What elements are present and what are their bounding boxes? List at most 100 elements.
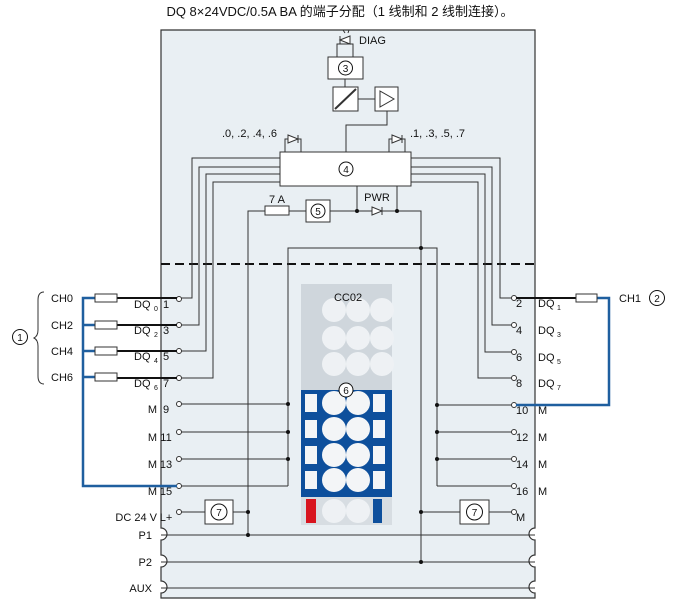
terminal-screw[interactable] (511, 375, 517, 381)
terminal-screw[interactable] (176, 375, 182, 381)
diagram-title: DQ 8×24VDC/0.5A BA 的端子分配（1 线制和 2 线制连接）。 (166, 4, 513, 19)
terminal-screw[interactable] (511, 349, 517, 355)
terminal-subscript: 2 (154, 332, 158, 339)
pwr-led-icon (371, 206, 384, 216)
terminal-label: M (148, 432, 157, 444)
front-connector: CC02 6 (301, 284, 394, 525)
terminal-label: DQ (538, 378, 555, 390)
terminal-screw[interactable] (511, 483, 517, 489)
terminal-screw[interactable] (511, 456, 517, 462)
brace (32, 291, 45, 385)
terminal-screw[interactable] (511, 429, 517, 435)
terminal-number: 8 (516, 378, 522, 390)
terminal-label: M (538, 459, 547, 471)
terminal-screw[interactable] (511, 509, 517, 515)
terminal-number: 11 (160, 432, 171, 444)
bus-label-aux: AUX (129, 583, 152, 595)
terminal-subscript: 5 (557, 359, 561, 366)
channel-label-ch6: CH6 (51, 372, 73, 384)
terminal-subscript: 6 (154, 385, 158, 392)
terminal-number: 6 (516, 352, 522, 364)
terminal-number: M (516, 512, 525, 524)
terminal-number: 7 (163, 378, 169, 390)
terminal-subscript: 1 (557, 305, 561, 312)
terminal-number: 4 (516, 325, 522, 337)
terminal-subscript: 0 (154, 306, 158, 313)
terminal-subscript: 4 (154, 358, 158, 365)
pwr-label: PWR (364, 192, 390, 204)
terminal-subscript: 3 (557, 332, 561, 339)
red-marker (306, 499, 316, 523)
terminal-number: 14 (516, 459, 528, 471)
terminal-screw[interactable] (176, 429, 182, 435)
terminal-number: 10 (516, 405, 528, 417)
terminal-number: 9 (163, 404, 169, 416)
bus-label-p1: P1 (139, 530, 152, 542)
channel-label-ch4: CH4 (51, 346, 73, 358)
channel-label-ch0: CH0 (51, 293, 73, 305)
terminal-number: 5 (163, 351, 169, 363)
terminal-screw[interactable] (176, 296, 182, 302)
status-led-even-icon (287, 134, 300, 144)
terminal-screw[interactable] (176, 322, 182, 328)
blue-marker (373, 499, 382, 523)
callout-7-right: 7 (472, 508, 478, 519)
terminal-label: DQ (538, 325, 555, 337)
callout-7-left: 7 (216, 508, 222, 519)
terminal-label: DQ (134, 325, 151, 337)
diag-label: DIAG (359, 35, 386, 47)
load-resistor (575, 293, 598, 303)
terminal-number: 15 (160, 486, 172, 498)
status-led-odd-icon (391, 134, 404, 144)
load-resistor (94, 293, 118, 303)
callout-1: 1 (17, 333, 23, 344)
terminal-subscript: 7 (557, 385, 561, 392)
terminal-number: 3 (163, 325, 169, 337)
callout-5: 5 (315, 207, 321, 218)
bus-labels: P1 P2 AUX (129, 530, 152, 595)
terminal-screw[interactable] (176, 348, 182, 354)
callout-2: 2 (654, 294, 660, 305)
odd-led-label: .1, .3, .5, .7 (410, 128, 465, 140)
external-wiring-left: CH0 CH2 CH4 CH6 1 (12, 291, 177, 488)
terminal-label: DQ (538, 298, 555, 310)
terminal-screw[interactable] (176, 401, 182, 407)
terminal-screw[interactable] (176, 456, 182, 462)
terminal-label: M (538, 432, 547, 444)
output-driver-block (279, 151, 412, 187)
terminal-number: 1 (163, 299, 169, 311)
even-led-label: .0, .2, .4, .6 (222, 128, 277, 140)
terminal-number: 13 (160, 459, 172, 471)
terminal-label: DQ (134, 378, 151, 390)
diag-led-icon (338, 29, 351, 45)
callout-6: 6 (343, 386, 349, 397)
fuse-icon (264, 205, 290, 216)
load-resistor (94, 346, 118, 356)
terminal-label: M (148, 486, 157, 498)
internal-circuit: DIAG 3 .0, .2, .4, .6 .1, .3, .5, .7 4 (161, 29, 535, 589)
terminal-screw[interactable] (176, 483, 182, 489)
connector-label: CC02 (334, 292, 362, 304)
terminal-label: DQ (134, 299, 151, 311)
terminal-number: 16 (516, 486, 528, 498)
terminal-label: M (148, 404, 157, 416)
load-resistor (94, 372, 118, 382)
terminal-label: DC 24 V (115, 512, 157, 524)
external-wiring-right: CH1 2 (516, 290, 665, 407)
terminal-screw[interactable] (176, 509, 182, 515)
terminal-screw[interactable] (511, 322, 517, 328)
terminal-label: DQ (538, 352, 555, 364)
callout-4: 4 (343, 165, 349, 176)
channel-label-ch1: CH1 (619, 293, 641, 305)
callout-3: 3 (343, 64, 349, 75)
terminal-label: DQ (134, 351, 151, 363)
bus-label-p2: P2 (139, 557, 152, 569)
load-resistor (94, 320, 118, 330)
fuse-label: 7 A (269, 194, 286, 206)
terminal-label: M (538, 405, 547, 417)
terminal-label: M (538, 486, 547, 498)
terminal-number: L+ (160, 512, 173, 524)
